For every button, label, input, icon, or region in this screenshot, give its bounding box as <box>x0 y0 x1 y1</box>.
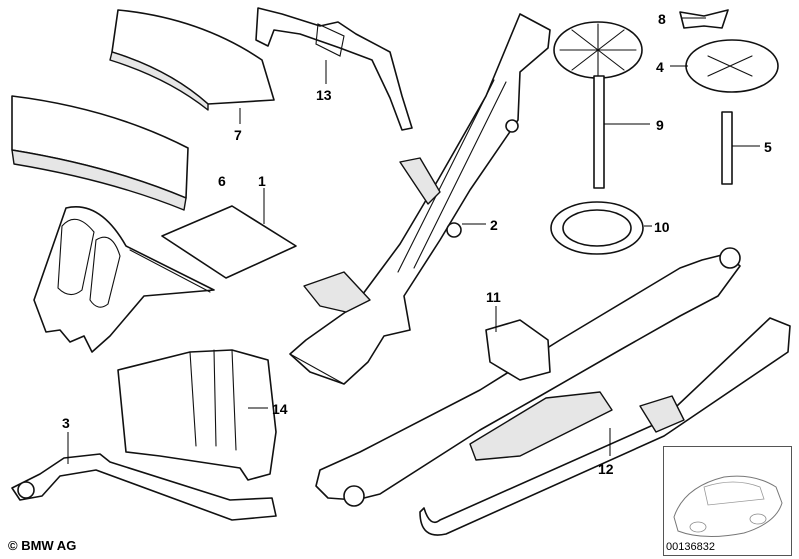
callout-8: 8 <box>658 11 666 27</box>
callout-12: 12 <box>598 461 614 477</box>
callout-10: 10 <box>654 219 670 235</box>
callout-2: 2 <box>490 217 498 233</box>
callout-1: 1 <box>258 173 266 189</box>
instruction-sheet[interactable] <box>161 205 297 279</box>
callout-14: 14 <box>272 401 288 417</box>
diagram-number: 00136832 <box>664 541 717 553</box>
callout-11: 11 <box>486 289 501 305</box>
foam-pad-upper[interactable] <box>109 9 275 111</box>
callout-5: 5 <box>764 139 772 155</box>
callout-6: 6 <box>218 173 226 189</box>
callout-3: 3 <box>62 415 70 431</box>
leader-lines <box>67 17 760 464</box>
copyright-label: © BMW AG <box>8 538 77 553</box>
sealing-ring[interactable] <box>550 201 644 255</box>
grommet[interactable] <box>685 39 779 93</box>
callout-13: 13 <box>316 87 332 103</box>
wheel-chock[interactable] <box>33 206 215 353</box>
jack-crank[interactable] <box>419 317 791 536</box>
tool-holder[interactable] <box>117 349 277 481</box>
wheel-wrench[interactable] <box>11 453 277 521</box>
scissor-jack-upright[interactable] <box>289 13 551 385</box>
foam-pad-lower[interactable] <box>11 95 189 211</box>
wing-nut[interactable] <box>679 9 729 29</box>
scissor-jack-collapsed[interactable] <box>315 247 741 507</box>
callouts: 7 13 6 1 2 9 8 4 5 10 11 12 14 3 <box>62 11 772 477</box>
callout-7: 7 <box>234 127 242 143</box>
holder-bracket[interactable] <box>255 7 413 131</box>
car-icon <box>673 475 783 538</box>
callout-9: 9 <box>656 117 664 133</box>
vehicle-thumbnail <box>663 446 792 556</box>
callout-4: 4 <box>656 59 664 75</box>
mounting-bolt[interactable] <box>553 21 643 189</box>
threaded-rod[interactable] <box>721 111 733 185</box>
